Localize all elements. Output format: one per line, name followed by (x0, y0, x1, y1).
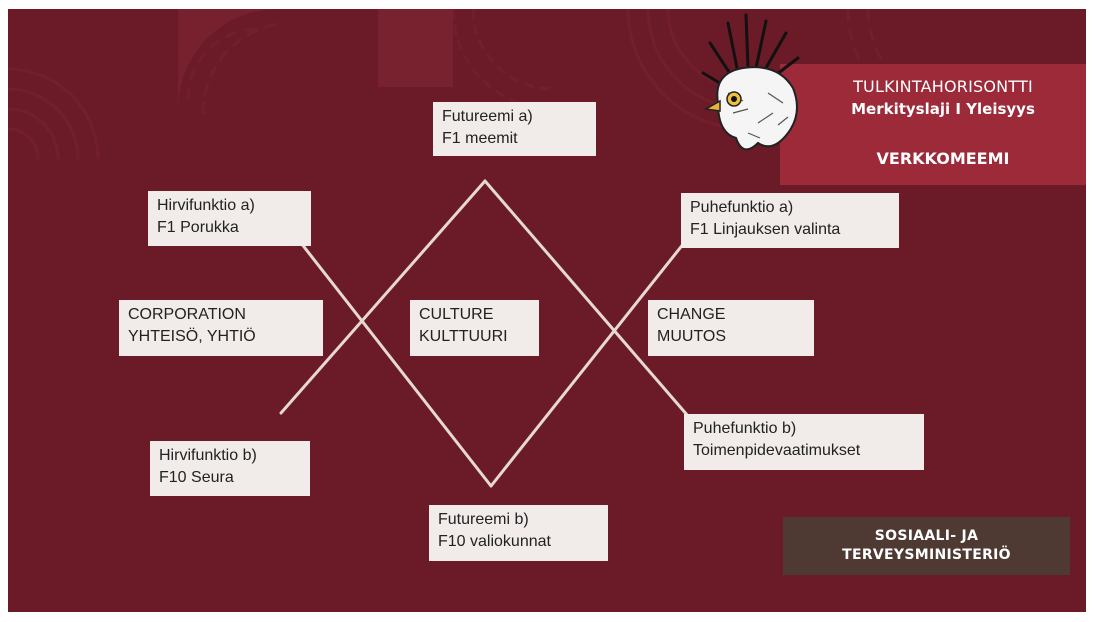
slide: TULKINTAHORISONTTI Merkityslaji I Yleisy… (8, 9, 1086, 612)
puhefunktio-a-box: Puhefunktio a) F1 Linjauksen valinta (681, 193, 899, 248)
connector-line (299, 241, 493, 488)
corporation-title: CORPORATION (128, 306, 246, 323)
header-title: TULKINTAHORISONTTI (853, 77, 1033, 96)
header-subtitle: Merkityslaji I Yleisyys (851, 100, 1035, 118)
hirvifunktio-a-title: Hirvifunktio a) (157, 197, 255, 214)
culture-box: CULTURE KULTTUURI (410, 300, 539, 356)
bird-illustration-icon (701, 13, 800, 151)
change-title: CHANGE (657, 306, 726, 323)
culture-title: CULTURE (419, 306, 494, 323)
ministry-logo-box: SOSIAALI- JA TERVEYSMINISTERIÖ (783, 517, 1070, 575)
futureemi-a-detail: F1 meemit (442, 130, 518, 147)
hirvifunktio-b-title: Hirvifunktio b) (159, 447, 257, 464)
culture-detail: KULTTUURI (419, 328, 508, 345)
hirvifunktio-b-box: Hirvifunktio b) F10 Seura (150, 441, 310, 496)
puhefunktio-a-title: Puhefunktio a) (690, 199, 794, 216)
header-meme-label: VERKKOMEEMI (876, 149, 1010, 168)
futureemi-b-title: Futureemi b) (438, 511, 529, 528)
interpretation-horizon-header: TULKINTAHORISONTTI Merkityslaji I Yleisy… (780, 64, 1086, 185)
hirvifunktio-a-box: Hirvifunktio a) F1 Porukka (148, 191, 311, 246)
change-box: CHANGE MUUTOS (648, 300, 814, 356)
puhefunktio-b-title: Puhefunktio b) (693, 420, 797, 437)
ministry-line2: TERVEYSMINISTERIÖ (842, 547, 1011, 563)
futureemi-b-detail: F10 valiokunnat (438, 533, 551, 550)
puhefunktio-b-box: Puhefunktio b) Toimenpidevaatimukset (684, 414, 924, 470)
connector-line (489, 236, 690, 488)
connector-line (279, 179, 487, 415)
puhefunktio-a-detail: F1 Linjauksen valinta (690, 221, 841, 238)
futureemi-b-box: Futureemi b) F10 valiokunnat (429, 505, 608, 561)
futureemi-a-box: Futureemi a) F1 meemit (433, 102, 596, 156)
corporation-box: CORPORATION YHTEISÖ, YHTIÖ (119, 300, 323, 356)
hirvifunktio-b-detail: F10 Seura (159, 469, 234, 486)
connector-line (483, 179, 690, 418)
futureemi-a-title: Futureemi a) (442, 108, 533, 125)
change-detail: MUUTOS (657, 328, 727, 345)
puhefunktio-b-detail: Toimenpidevaatimukset (693, 442, 861, 459)
diagram-connectors (279, 179, 690, 488)
ministry-line1: SOSIAALI- JA (874, 528, 979, 544)
hirvifunktio-a-detail: F1 Porukka (157, 219, 239, 236)
corporation-detail: YHTEISÖ, YHTIÖ (128, 328, 256, 345)
